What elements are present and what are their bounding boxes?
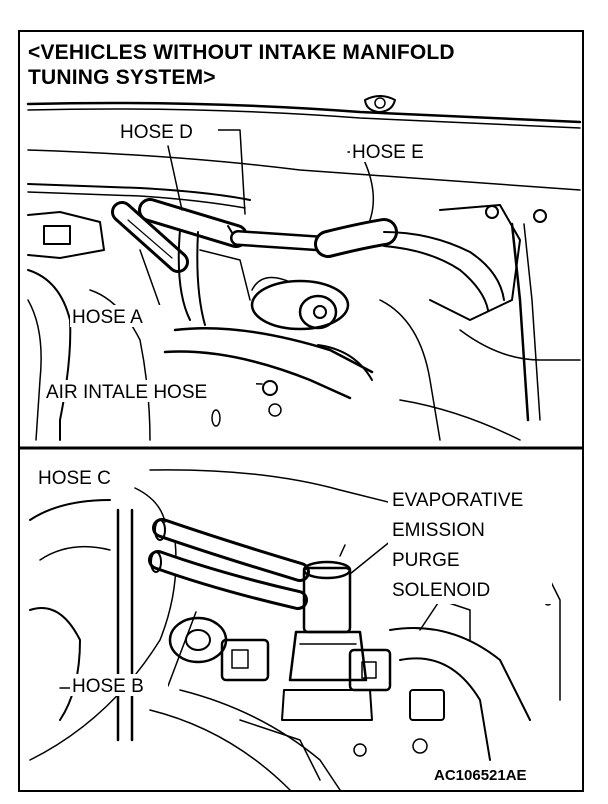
figure-code: AC106521AE [434, 767, 527, 784]
label-evap-line-4: SOLENOID [392, 580, 490, 601]
title-line-2: TUNING SYSTEM> [28, 66, 216, 89]
label-hose-a: HOSE A [72, 307, 143, 328]
label-hose-c: HOSE C [38, 468, 111, 489]
label-evap-line-3: PURGE [392, 550, 460, 571]
label-hose-d: HOSE D [120, 122, 193, 143]
top-engine-bay-illustration [18, 95, 584, 450]
title-line-1: <VEHICLES WITHOUT INTAKE MANIFOLD [28, 41, 455, 64]
label-hose-e: HOSE E [352, 142, 424, 163]
label-air-intake-hose: AIR INTALE HOSE [46, 382, 207, 403]
figure-frame [18, 30, 584, 792]
label-hose-b: HOSE B [72, 676, 144, 697]
figure-title: <VEHICLES WITHOUT INTAKE MANIFOLD TUNING… [28, 40, 568, 90]
label-evap-line-1: EVAPORATIVE [392, 490, 523, 511]
label-evap-line-2: EMISSION [392, 520, 485, 541]
bottom-engine-bay-illustration [29, 469, 561, 791]
